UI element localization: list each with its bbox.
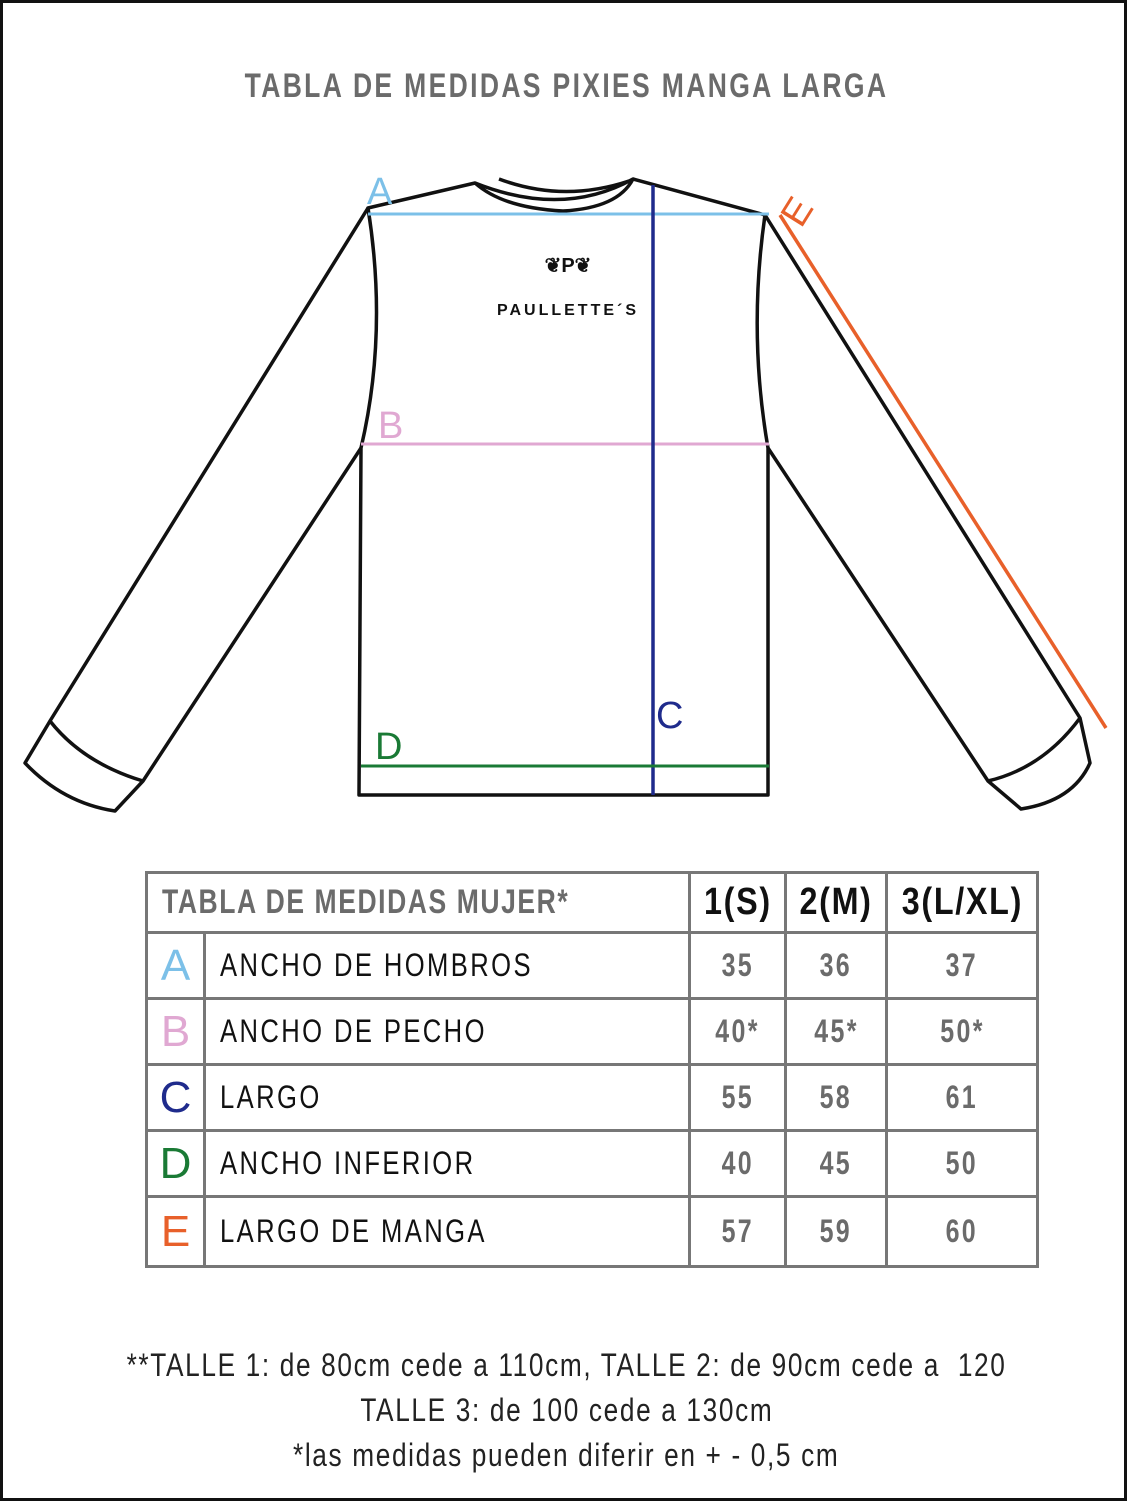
row-letter: C [145, 1063, 206, 1132]
size-table: TABLA DE MEDIDAS MUJER* 1(S) 2(M) 3(L/XL… [144, 871, 1040, 1268]
row-letter: B [145, 997, 206, 1066]
brand-name: PAULLETTE´S [496, 302, 640, 319]
cell-value: 35 [688, 931, 788, 1000]
cell-value: 40 [688, 1129, 788, 1198]
row-label: ANCHO DE HOMBROS [202, 931, 692, 1000]
cell-value: 59 [784, 1195, 889, 1268]
size-header: 2(M) [784, 871, 889, 934]
table-row: B ANCHO DE PECHO 40* 45* 50* [145, 997, 1040, 1066]
table-row: C LARGO 55 58 61 [145, 1063, 1040, 1132]
right-sleeve [763, 214, 1092, 811]
cell-value: 45 [784, 1129, 889, 1198]
table-caption-cell: TABLA DE MEDIDAS MUJER* [144, 871, 692, 934]
table-row: A ANCHO DE HOMBROS 35 36 37 [145, 931, 1040, 1000]
table-header-row: TABLA DE MEDIDAS MUJER* 1(S) 2(M) 3(L/XL… [144, 871, 1040, 934]
footnote-1: **TALLE 1: de 80cm cede a 110cm, TALLE 2… [126, 1347, 1007, 1383]
footnote-2: TALLE 3: de 100 cede a 130cm [359, 1392, 774, 1428]
footnote-3: *las medidas pueden diferir en + - 0,5 c… [293, 1437, 840, 1473]
label-d: D [375, 726, 403, 768]
cell-value: 40* [688, 997, 788, 1066]
size-header: 3(L/XL) [885, 871, 1040, 934]
collar [473, 177, 635, 213]
cell-value: 37 [885, 931, 1040, 1000]
left-sleeve [23, 207, 370, 813]
row-label: LARGO DE MANGA [202, 1195, 692, 1268]
label-a: A [367, 171, 393, 213]
cell-value: 58 [784, 1063, 889, 1132]
row-letter: E [145, 1195, 206, 1268]
row-label: ANCHO INFERIOR [202, 1129, 692, 1198]
shirt-outline [357, 177, 770, 797]
row-label: ANCHO DE PECHO [202, 997, 692, 1066]
cell-value: 45* [784, 997, 889, 1066]
size-header: 1(S) [688, 871, 788, 934]
table-row: D ANCHO INFERIOR 40 45 50 [145, 1129, 1040, 1198]
table-row: E LARGO DE MANGA 57 59 60 [145, 1195, 1040, 1268]
cell-value: 36 [784, 931, 889, 1000]
cell-value: 57 [688, 1195, 788, 1268]
label-b: B [378, 405, 404, 447]
cell-value: 55 [688, 1063, 788, 1132]
shirt-diagram [23, 177, 1108, 813]
laurel-monogram-icon: ❦P❦ [544, 255, 592, 277]
measure-line-e [778, 214, 1108, 729]
row-letter: A [145, 931, 206, 1000]
cell-value: 50* [885, 997, 1040, 1066]
label-c: C [656, 695, 684, 737]
page-title: TABLA DE MEDIDAS PIXIES MANGA LARGA [244, 67, 889, 105]
brand-logo: ❦P❦ PAULLETTE´S [483, 253, 653, 320]
cell-value: 61 [885, 1063, 1040, 1132]
row-letter: D [145, 1129, 206, 1198]
cell-value: 60 [885, 1195, 1040, 1268]
cell-value: 50 [885, 1129, 1040, 1198]
row-label: LARGO [202, 1063, 692, 1132]
